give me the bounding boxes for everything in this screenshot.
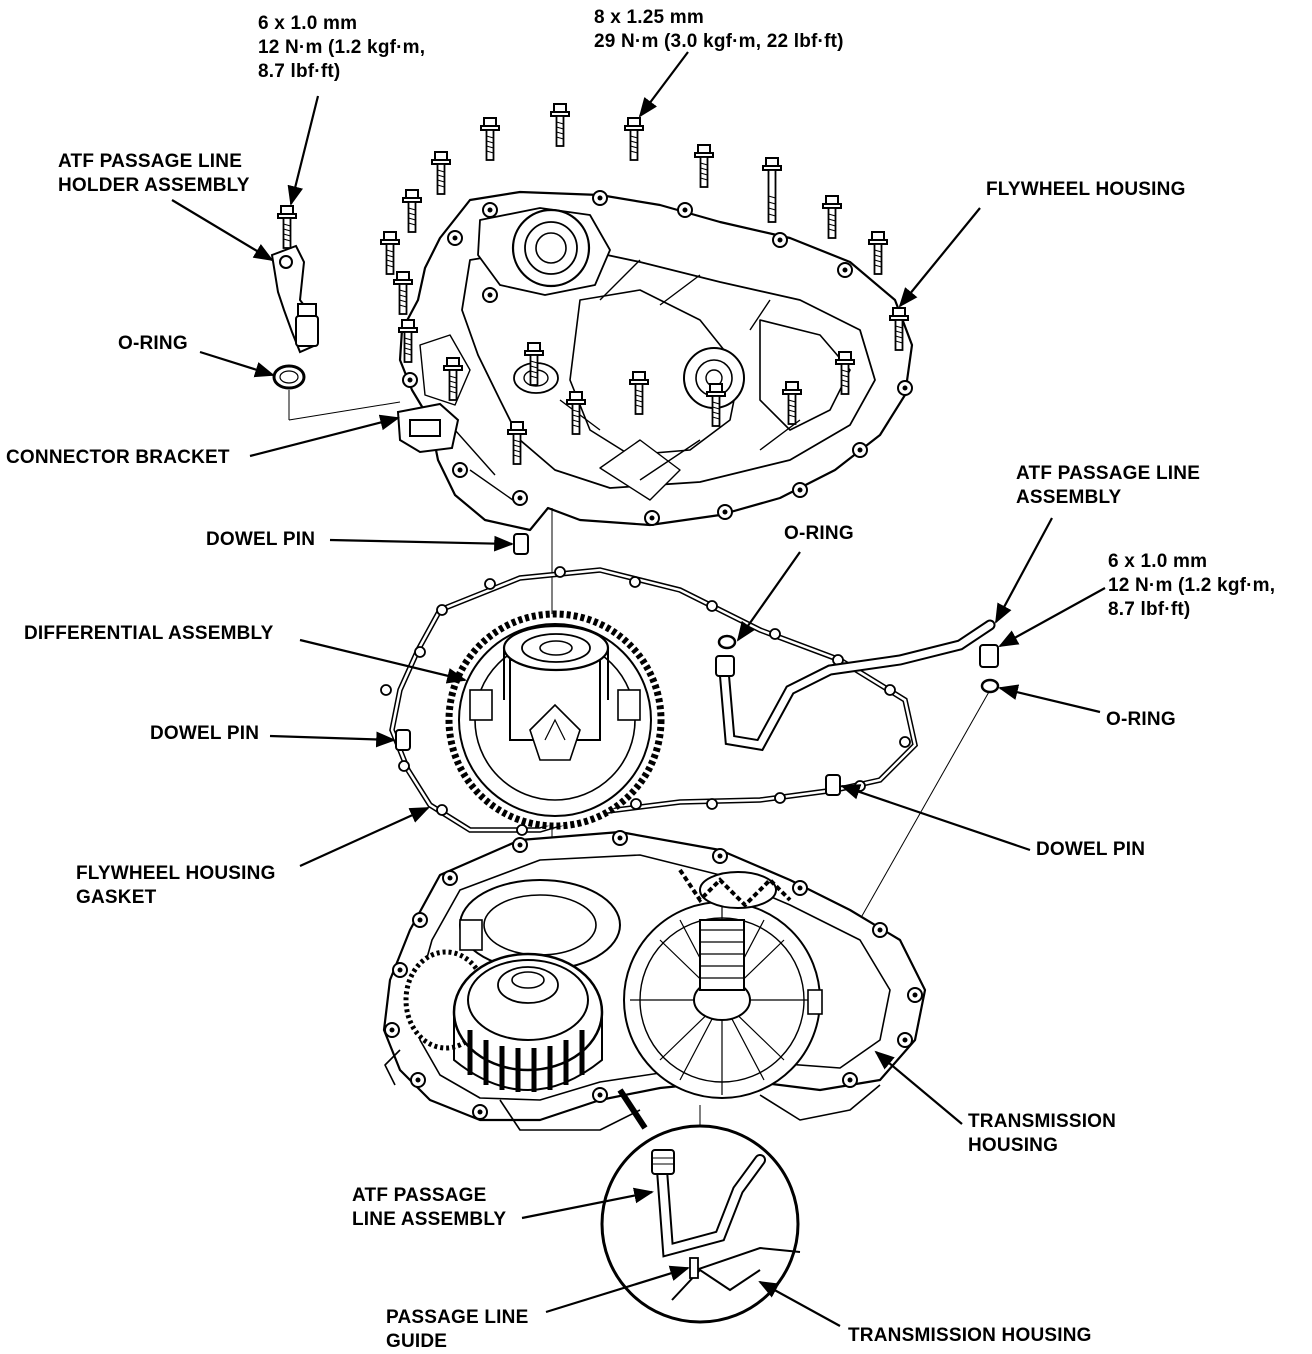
dowel-pin-left bbox=[395, 729, 411, 751]
differential-assembly bbox=[445, 610, 665, 830]
label-flywheel-housing: FLYWHEEL HOUSING bbox=[986, 179, 1186, 200]
o-ring-mid bbox=[717, 634, 737, 650]
label-spec-right: 6 x 1.0 mm 12 N·m (1.2 kgf·m, 8.7 lbf·ft… bbox=[1108, 551, 1276, 620]
label-transmission-housing: TRANSMISSION HOUSING bbox=[968, 1111, 1117, 1156]
dowel-pin-right bbox=[825, 774, 841, 796]
label-transmission-housing-bottom: TRANSMISSION HOUSING bbox=[848, 1325, 1092, 1346]
label-o-ring-left: O-RING bbox=[118, 333, 188, 354]
label-dowel-pin-top: DOWEL PIN bbox=[206, 529, 316, 550]
dowel-pin-top bbox=[513, 533, 529, 555]
label-differential: DIFFERENTIAL ASSEMBLY bbox=[24, 623, 274, 644]
gasket-holes bbox=[380, 566, 911, 836]
atf-passage-line-holder bbox=[270, 244, 319, 354]
label-gasket: FLYWHEEL HOUSING GASKET bbox=[76, 863, 276, 908]
o-ring-right bbox=[980, 678, 1000, 694]
label-o-ring-mid: O-RING bbox=[784, 523, 854, 544]
holder-bolt bbox=[277, 205, 297, 249]
flywheel-housing bbox=[398, 190, 914, 532]
label-spec-top-left: 6 x 1.0 mm 12 N·m (1.2 kgf·m, 8.7 lbf·ft… bbox=[258, 13, 426, 82]
leader-arrows bbox=[171, 51, 1106, 1327]
atf-passage-line-assembly bbox=[715, 619, 999, 752]
label-passage-guide: PASSAGE LINE GUIDE bbox=[386, 1307, 529, 1352]
label-atf-line-right: ATF PASSAGE LINE ASSEMBLY bbox=[1016, 463, 1201, 508]
label-o-ring-right: O-RING bbox=[1106, 709, 1176, 730]
connector-bracket bbox=[396, 402, 460, 454]
label-connector-bracket: CONNECTOR BRACKET bbox=[6, 447, 230, 468]
transmission-internals bbox=[403, 868, 823, 1099]
label-atf-line-bottom: ATF PASSAGE LINE ASSEMBLY bbox=[352, 1185, 507, 1230]
label-atf-holder: ATF PASSAGE LINE HOLDER ASSEMBLY bbox=[58, 151, 250, 196]
label-dowel-pin-right: DOWEL PIN bbox=[1036, 839, 1146, 860]
label-spec-top-center: 8 x 1.25 mm 29 N·m (3.0 kgf·m, 22 lbf·ft… bbox=[594, 7, 844, 52]
label-dowel-pin-left: DOWEL PIN bbox=[150, 723, 260, 744]
detail-circle bbox=[600, 1088, 801, 1324]
